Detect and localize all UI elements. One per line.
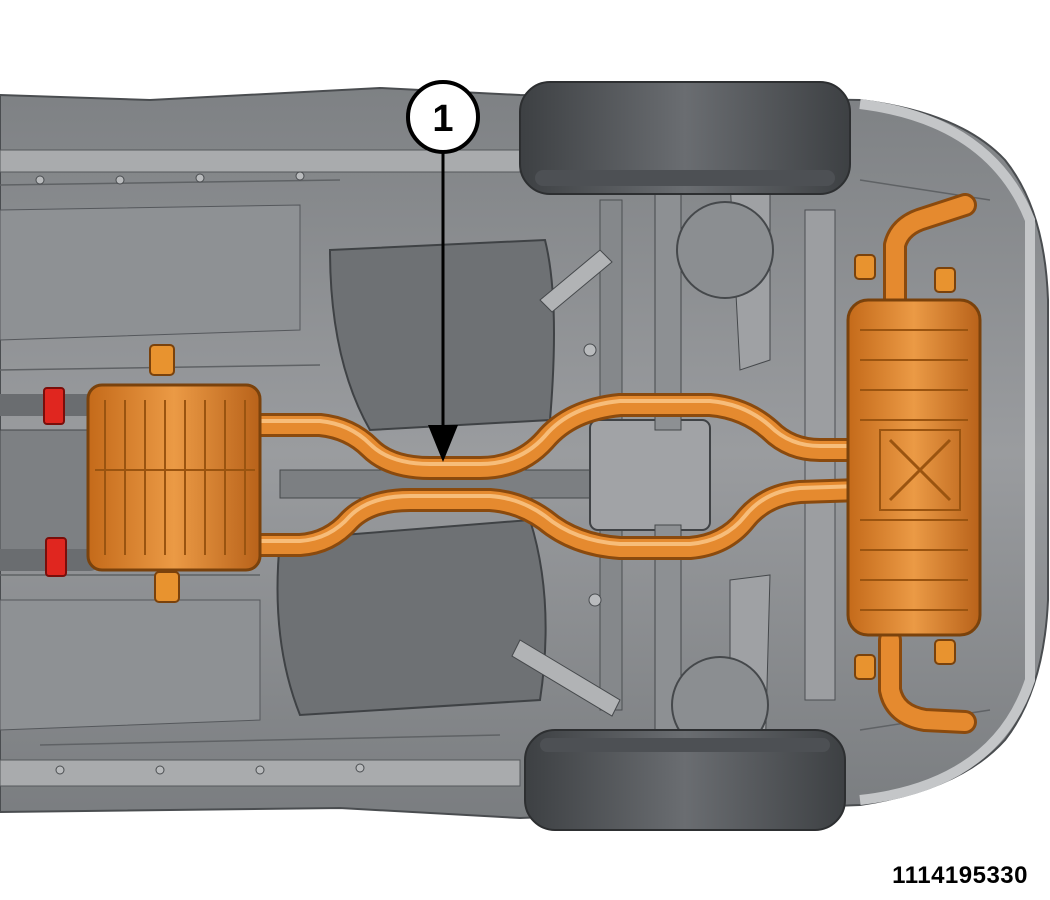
- muffler-rear: [846, 298, 982, 637]
- figure-id-label: 1114195330: [892, 862, 1028, 889]
- exhaust-clamp-lower: [45, 537, 67, 577]
- tire-upper: [519, 81, 851, 195]
- trailing-link-lower: [511, 639, 621, 717]
- floor-panel-left: [0, 204, 301, 341]
- transmission: [0, 429, 96, 551]
- floor-panel-left-lower: [0, 599, 261, 731]
- brake-disc-upper: [676, 201, 774, 299]
- callout-1: 1: [406, 80, 480, 462]
- trailing-link-upper: [539, 249, 613, 313]
- tire-lower: [524, 729, 846, 831]
- muffler-front: [86, 383, 262, 572]
- callout-arrowhead: [428, 425, 458, 462]
- exhaust-system: [0, 193, 982, 734]
- hanger: [934, 639, 956, 665]
- hanger: [854, 654, 876, 680]
- callout-number: 1: [432, 98, 453, 140]
- rear-differential: [589, 419, 711, 531]
- front-fascia: [859, 99, 1035, 805]
- hanger: [154, 571, 180, 603]
- hanger: [149, 344, 175, 376]
- exhaust-clamp-upper: [43, 387, 65, 425]
- hanger: [854, 254, 876, 280]
- hanger: [934, 267, 956, 293]
- heat-shield-lower: [276, 518, 547, 717]
- axle-shaft-upper: [654, 169, 682, 431]
- callout-circle: [406, 80, 480, 154]
